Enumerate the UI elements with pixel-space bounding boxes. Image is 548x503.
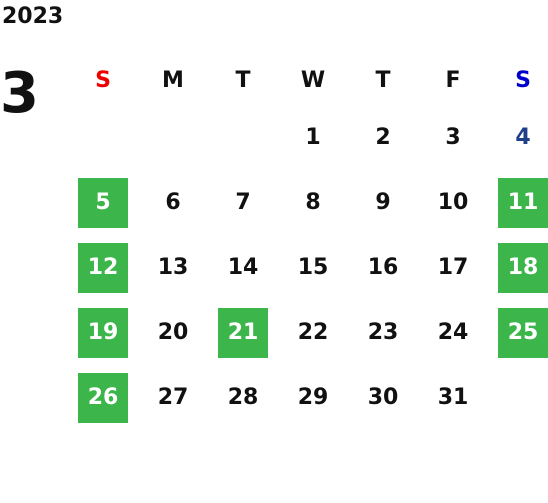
year-label: 2023 [2,4,64,29]
day-number: 29 [297,385,329,410]
day-cell: 11 [488,170,548,235]
day-cell: 14 [208,235,278,300]
day-number: 20 [157,320,189,345]
day-number: 22 [297,320,329,345]
day-cell: 15 [278,235,348,300]
day-cell: 9 [348,170,418,235]
day-cell [488,365,548,430]
day-number-highlighted: 21 [218,307,268,358]
weekday-wednesday: W [300,67,326,93]
day-cell [208,105,278,170]
day-cell: 10 [418,170,488,235]
day-number-highlighted: 26 [78,372,128,423]
day-number: 3 [445,125,461,150]
day-cell: 22 [278,300,348,365]
week-row: 12 13 14 15 16 17 18 [68,235,548,300]
weekday-sunday: S [95,67,111,93]
day-number: 14 [227,255,259,280]
day-cell: 12 [68,235,138,300]
day-number: 30 [367,385,399,410]
day-cell: 24 [418,300,488,365]
day-number-highlighted: 25 [498,307,548,358]
day-number: 1 [305,125,321,150]
day-number: 27 [157,385,189,410]
day-cell: 23 [348,300,418,365]
weekday-friday: F [445,67,461,93]
day-number-highlighted: 11 [498,177,548,228]
day-cell: 28 [208,365,278,430]
day-cell: 2 [348,105,418,170]
week-row: 19 20 21 22 23 24 25 [68,300,548,365]
day-number: 6 [165,190,181,215]
weekday-thursday: T [375,67,391,93]
day-cell: 26 [68,365,138,430]
day-cell: 17 [418,235,488,300]
week-row: 1 2 3 4 [68,105,548,170]
day-cell: 5 [68,170,138,235]
day-number: 2 [375,125,391,150]
day-number: 24 [437,320,469,345]
day-number: 15 [297,255,329,280]
day-cell [138,105,208,170]
day-cell: 20 [138,300,208,365]
day-cell: 6 [138,170,208,235]
weekday-monday: M [162,67,184,93]
weekday-header-row: S M T W T F S [68,55,548,105]
week-row: 26 27 28 29 30 31 [68,365,548,430]
day-number-highlighted: 19 [78,307,128,358]
day-cell: 27 [138,365,208,430]
day-number: 31 [437,385,469,410]
day-cell: 4 [488,105,548,170]
day-cell: 29 [278,365,348,430]
day-number: 7 [235,190,251,215]
day-cell [68,105,138,170]
day-cell: 18 [488,235,548,300]
day-number-highlighted: 12 [78,242,128,293]
day-cell: 16 [348,235,418,300]
day-cell: 19 [68,300,138,365]
weekday-tuesday: T [235,67,251,93]
day-cell: 13 [138,235,208,300]
day-cell: 25 [488,300,548,365]
day-number: 13 [157,255,189,280]
day-cell: 7 [208,170,278,235]
day-cell: 21 [208,300,278,365]
day-number: 4 [515,125,531,150]
day-number-highlighted: 18 [498,242,548,293]
week-row: 5 6 7 8 9 10 11 [68,170,548,235]
month-number: 3 [0,61,39,126]
day-cell: 31 [418,365,488,430]
day-number: 10 [437,190,469,215]
day-cell: 3 [418,105,488,170]
day-cell: 30 [348,365,418,430]
day-cell: 8 [278,170,348,235]
weekday-saturday: S [515,67,531,93]
day-number: 28 [227,385,259,410]
day-number: 17 [437,255,469,280]
day-number-highlighted: 5 [78,177,128,228]
day-number: 16 [367,255,399,280]
day-number: 9 [375,190,391,215]
day-number: 8 [305,190,321,215]
day-number: 23 [367,320,399,345]
day-cell: 1 [278,105,348,170]
